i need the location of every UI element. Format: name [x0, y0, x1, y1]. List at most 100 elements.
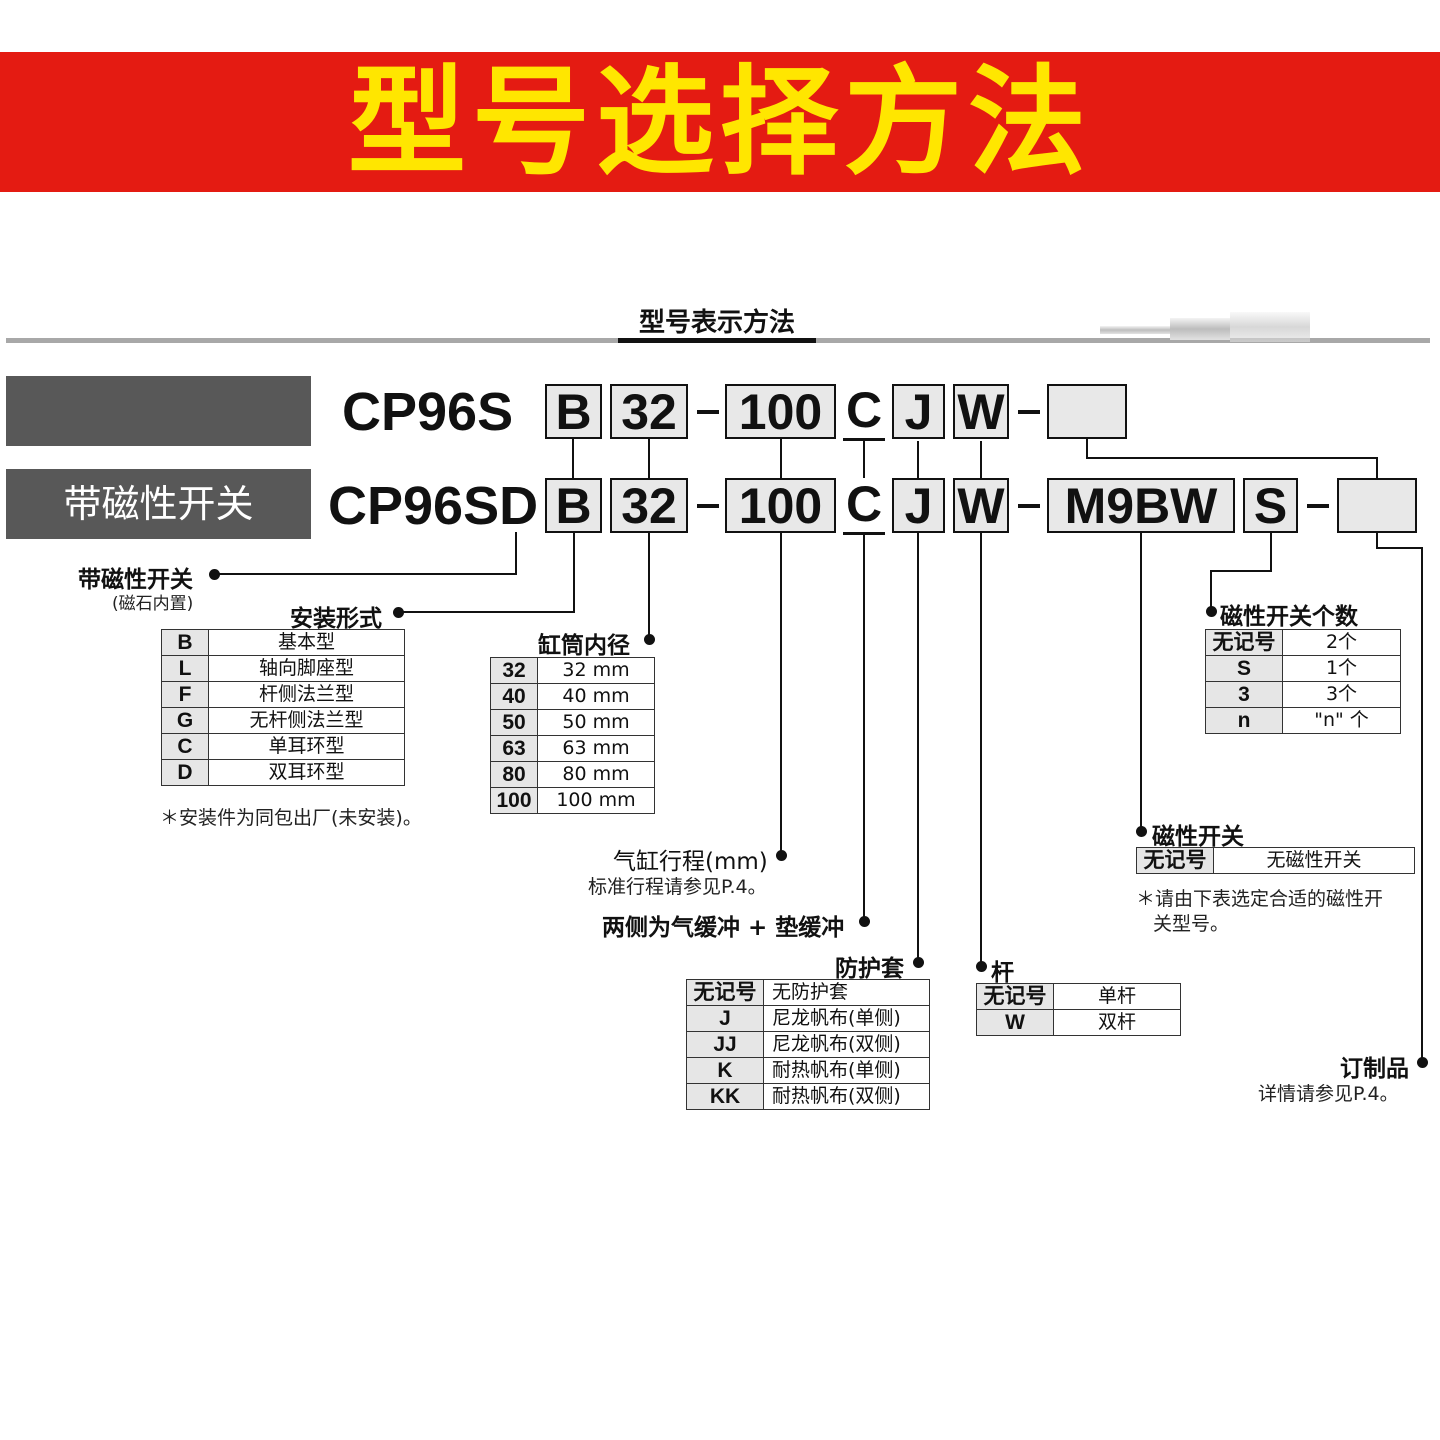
row2-count-box: S	[1243, 478, 1298, 533]
boot-desc: 尼龙帆布(单侧)	[764, 1006, 930, 1032]
rod-desc: 单杆	[1054, 984, 1181, 1010]
table-row: KK耐热帆布(双侧)	[687, 1084, 930, 1110]
row1-dash-2	[1018, 410, 1040, 414]
bore-desc: 50 mm	[538, 710, 655, 736]
row2-cushion: C	[843, 478, 885, 535]
custom-dot	[1417, 1057, 1428, 1068]
table-row: D双耳环型	[162, 760, 405, 786]
bore-code: 40	[491, 684, 538, 710]
table-row: C单耳环型	[162, 734, 405, 760]
row1-stroke-box: 100	[725, 384, 836, 439]
switch-count-desc: "n" 个	[1283, 708, 1401, 734]
magnet-dot	[209, 569, 220, 580]
table-row: 5050 mm	[491, 710, 655, 736]
row2-rod-box: W	[953, 478, 1009, 533]
switch-count-dot	[1206, 606, 1217, 617]
row2-bore-box: 32	[610, 478, 688, 533]
row2-prefix: CP96SD	[328, 476, 538, 536]
bore-desc: 63 mm	[538, 736, 655, 762]
row1-boot-box: J	[892, 384, 945, 439]
switch-table: 无记号无磁性开关	[1136, 847, 1415, 874]
mounting-code: F	[162, 682, 209, 708]
mounting-desc: 杆侧法兰型	[209, 682, 405, 708]
boot-desc: 尼龙帆布(双侧)	[764, 1032, 930, 1058]
table-row: 无记号单杆	[977, 984, 1181, 1010]
mounting-code: L	[162, 656, 209, 682]
table-row: B基本型	[162, 630, 405, 656]
bore-desc: 40 mm	[538, 684, 655, 710]
stroke-note: 标准行程请参见P.4。	[588, 872, 767, 899]
mounting-note: ＊安装件为同包出厂(未安装)。	[160, 803, 422, 830]
bore-title: 缸筒内径	[538, 626, 630, 660]
switch-count-code: n	[1206, 708, 1283, 734]
rod-desc: 双杆	[1054, 1010, 1181, 1036]
switch-desc: 无磁性开关	[1214, 848, 1415, 874]
rod-title: 杆	[991, 953, 1014, 987]
row2-suffix-box	[1337, 478, 1417, 533]
cushion-dot	[859, 916, 870, 927]
switch-count-code: S	[1206, 656, 1283, 682]
mounting-desc: 无杆侧法兰型	[209, 708, 405, 734]
mounting-code: G	[162, 708, 209, 734]
switch-code: 无记号	[1137, 848, 1214, 874]
bore-code: 32	[491, 658, 538, 684]
mounting-dot	[393, 607, 404, 618]
rod-table: 无记号单杆 W双杆	[976, 983, 1181, 1036]
boot-code: J	[687, 1006, 764, 1032]
magnet-note: (磁石内置)	[112, 589, 193, 614]
table-row: S1个	[1206, 656, 1401, 682]
boot-table: 无记号无防护套 J尼龙帆布(单侧) JJ尼龙帆布(双侧) K耐热帆布(单侧) K…	[686, 979, 930, 1110]
switch-dot	[1136, 826, 1147, 837]
row1-prefix: CP96S	[342, 382, 513, 442]
boot-code: K	[687, 1058, 764, 1084]
mounting-code: B	[162, 630, 209, 656]
mounting-desc: 轴向脚座型	[209, 656, 405, 682]
row1-dash-1	[697, 410, 719, 414]
bore-code: 80	[491, 762, 538, 788]
custom-title: 订制品	[1340, 1049, 1409, 1083]
row1-rod-box: W	[953, 384, 1009, 439]
switch-count-desc: 3个	[1283, 682, 1401, 708]
switch-count-code: 3	[1206, 682, 1283, 708]
table-row: 无记号无磁性开关	[1137, 848, 1415, 874]
row1-suffix-box	[1047, 384, 1127, 439]
row2-dash-3	[1307, 504, 1329, 508]
row1-bore-box: 32	[610, 384, 688, 439]
table-row: F杆侧法兰型	[162, 682, 405, 708]
row2-switch-box: M9BW	[1047, 478, 1235, 533]
mounting-desc: 基本型	[209, 630, 405, 656]
cushion-title: 两侧为气缓冲 + 垫缓冲	[602, 908, 844, 942]
mounting-code: D	[162, 760, 209, 786]
boot-desc: 耐热帆布(双侧)	[764, 1084, 930, 1110]
switch-note-2: 关型号。	[1153, 909, 1229, 936]
boot-title: 防护套	[835, 949, 904, 983]
row2-mount-box: B	[545, 478, 602, 533]
row1-cushion: C	[843, 384, 885, 441]
stroke-dot	[776, 850, 787, 861]
row2-dash-1	[697, 504, 719, 508]
bore-desc: 100 mm	[538, 788, 655, 814]
boot-code: 无记号	[687, 980, 764, 1006]
mounting-title: 安装形式	[290, 599, 382, 633]
boot-desc: 无防护套	[764, 980, 930, 1006]
custom-note: 详情请参见P.4。	[1258, 1079, 1399, 1106]
bore-desc: 80 mm	[538, 762, 655, 788]
mounting-desc: 双耳环型	[209, 760, 405, 786]
switch-count-desc: 1个	[1283, 656, 1401, 682]
mounting-code: C	[162, 734, 209, 760]
bore-code: 50	[491, 710, 538, 736]
row2-stroke-box: 100	[725, 478, 836, 533]
table-row: L轴向脚座型	[162, 656, 405, 682]
boot-dot	[913, 957, 924, 968]
rod-dot	[976, 961, 987, 972]
bore-code: 100	[491, 788, 538, 814]
